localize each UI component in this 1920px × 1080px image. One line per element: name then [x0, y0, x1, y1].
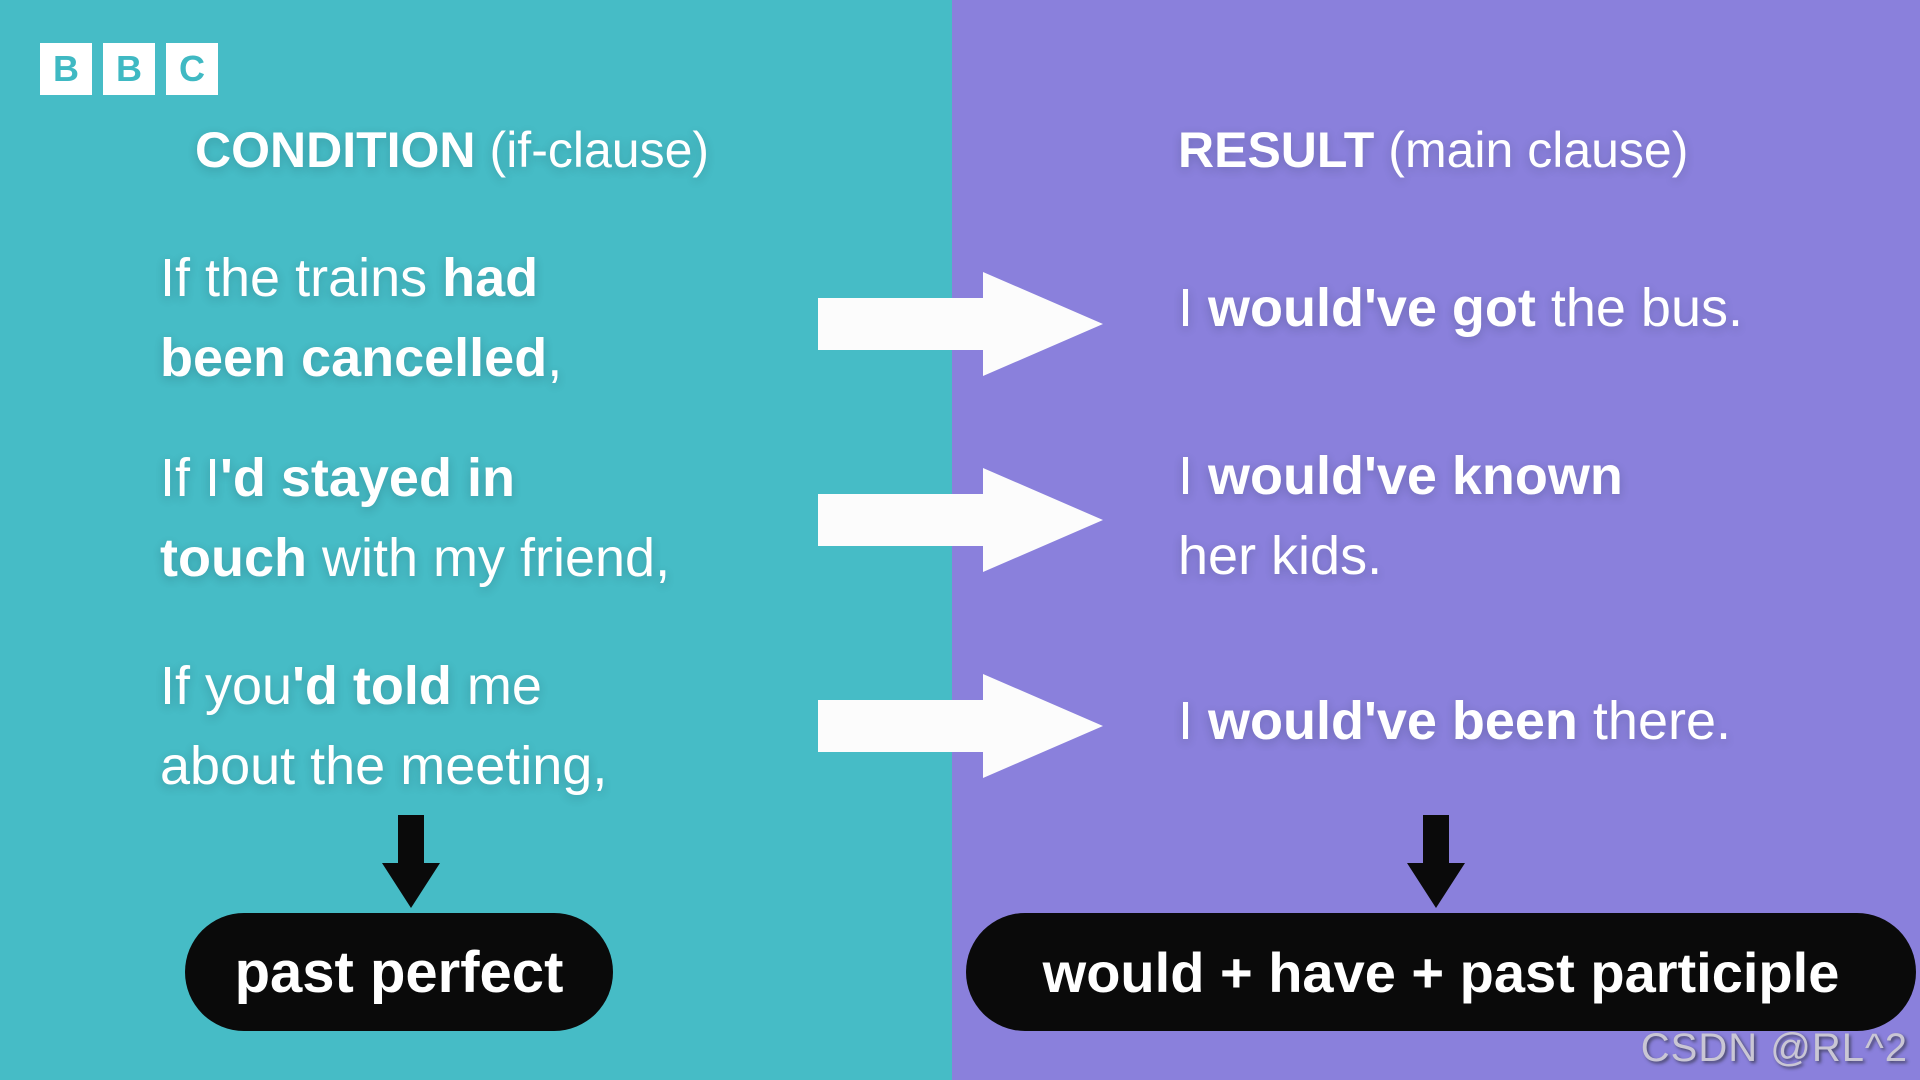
right-arrow-icon: [818, 468, 1103, 572]
past-perfect-label: past perfect: [234, 939, 564, 1005]
past-perfect-pill: past perfect: [185, 913, 613, 1031]
condition-sentence-3: If you'd told me about the meeting,: [160, 646, 607, 806]
result-sentence-2: I would've known her kids.: [1178, 436, 1623, 596]
sentence-line: If I'd stayed in: [160, 448, 515, 508]
sentence-line: I would've got the bus.: [1178, 278, 1743, 338]
watermark: CSDN @RL^2: [1640, 1026, 1908, 1070]
bbc-logo-letter: B: [103, 43, 155, 95]
result-heading-subtitle: (main clause): [1388, 122, 1689, 178]
down-arrow-icon: [1407, 815, 1465, 908]
sentence-line: her kids.: [1178, 526, 1383, 586]
sentence-line: If the trains had: [160, 248, 539, 308]
would-have-participle-pill: would + have + past participle: [966, 913, 1916, 1031]
result-heading: RESULT(main clause): [1178, 118, 1688, 182]
condition-heading: CONDITION(if-clause): [195, 118, 709, 182]
down-arrow-icon: [382, 815, 440, 908]
bbc-logo: B B C: [40, 43, 218, 95]
condition-heading-title: CONDITION: [195, 122, 476, 178]
condition-heading-subtitle: (if-clause): [489, 122, 710, 178]
sentence-line: been cancelled,: [160, 328, 563, 388]
bbc-logo-letter: B: [40, 43, 92, 95]
right-arrow-icon: [818, 272, 1103, 376]
would-have-participle-label: would + have + past participle: [1042, 940, 1840, 1004]
condition-sentence-1: If the trains had been cancelled,: [160, 238, 562, 398]
sentence-line: about the meeting,: [160, 736, 608, 796]
sentence-line: If you'd told me: [160, 656, 542, 716]
sentence-line: I would've known: [1178, 446, 1623, 506]
result-sentence-3: I would've been there.: [1178, 681, 1731, 761]
right-arrow-icon: [818, 674, 1103, 778]
result-heading-title: RESULT: [1178, 122, 1375, 178]
sentence-line: touch with my friend,: [160, 528, 671, 588]
condition-sentence-2: If I'd stayed in touch with my friend,: [160, 438, 670, 598]
result-sentence-1: I would've got the bus.: [1178, 268, 1743, 348]
condition-panel: B B C CONDITION(if-clause) If the trains…: [0, 0, 952, 1080]
bbc-logo-letter: C: [166, 43, 218, 95]
sentence-line: I would've been there.: [1178, 691, 1732, 751]
